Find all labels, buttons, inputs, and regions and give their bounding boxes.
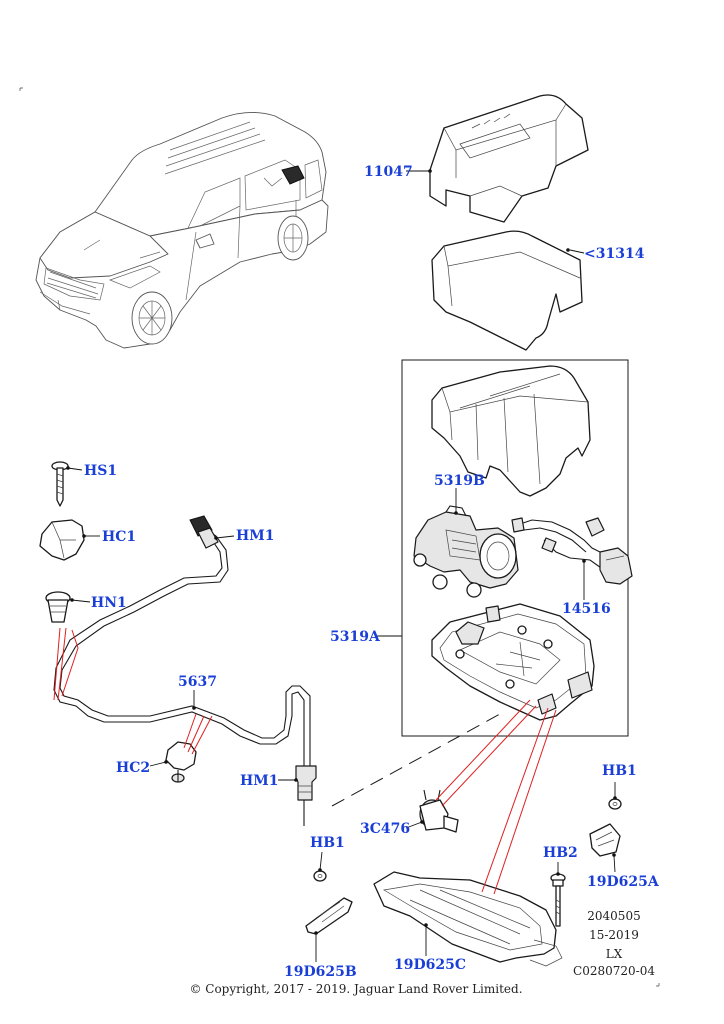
info-block: 2040505 15-2019 LX C0280720-04: [573, 909, 655, 978]
label-19D625C[interactable]: 19D625C: [394, 957, 466, 973]
leader-lines: [66, 169, 617, 962]
assembly-base-tray[interactable]: [431, 603, 595, 721]
label-19D625A[interactable]: 19D625A: [587, 874, 660, 890]
part-labels: 11047 <31314 5319B 14516 5319A HS1 HC1 H…: [84, 164, 660, 980]
label-HM1-lower[interactable]: HM1: [240, 773, 278, 789]
part-3C476-valve[interactable]: [419, 789, 459, 833]
part-HB1-washer-left[interactable]: [313, 870, 327, 882]
label-HB1-left[interactable]: HB1: [310, 835, 345, 851]
assembly-5319A-box: [401, 359, 629, 737]
part-HB1-washer-right[interactable]: [608, 798, 622, 810]
label-5319A[interactable]: 5319A: [330, 629, 381, 645]
label-HC1[interactable]: HC1: [102, 529, 136, 545]
label-5319B[interactable]: 5319B: [434, 473, 485, 489]
info-line-2: 15-2019: [589, 928, 639, 942]
label-HS1[interactable]: HS1: [84, 463, 117, 479]
part-HN1-clip[interactable]: [45, 591, 71, 623]
part-19D625A-bracket[interactable]: [589, 823, 621, 857]
info-line-4: C0280720-04: [573, 964, 655, 978]
vehicle-illustration: [35, 112, 329, 349]
part-11047-cover[interactable]: [429, 94, 589, 223]
label-HB1-right[interactable]: HB1: [602, 763, 637, 779]
part-19D625B-bracket[interactable]: [305, 897, 353, 935]
copyright-text: © Copyright, 2017 - 2019. Jaguar Land Ro…: [189, 982, 522, 996]
label-5637[interactable]: 5637: [178, 674, 217, 690]
label-HC2[interactable]: HC2: [116, 760, 150, 776]
label-19D625B[interactable]: 19D625B: [284, 964, 357, 980]
part-19D625C-shield[interactable]: [373, 871, 563, 967]
part-31314-pad[interactable]: [431, 230, 583, 351]
part-5637-hose[interactable]: [53, 515, 311, 766]
label-31314[interactable]: <31314: [584, 246, 645, 262]
part-HC2-clip[interactable]: [165, 741, 197, 783]
label-14516[interactable]: 14516: [562, 601, 611, 617]
assembly-cover[interactable]: [431, 365, 591, 497]
label-HM1-upper[interactable]: HM1: [236, 528, 274, 544]
label-11047[interactable]: 11047: [364, 164, 413, 180]
info-line-1: 2040505: [587, 909, 640, 923]
label-3C476[interactable]: 3C476: [360, 821, 410, 837]
info-line-3: LX: [606, 947, 623, 961]
part-5319B-compressor[interactable]: [413, 505, 519, 598]
corner-marks: [19, 87, 660, 987]
part-HM1-fitting-lower[interactable]: [295, 765, 317, 826]
part-14516-harness[interactable]: [511, 517, 633, 585]
part-HC1-clip[interactable]: [39, 519, 85, 561]
part-HS1-screw[interactable]: [51, 461, 69, 507]
red-leader-lines: [53, 627, 557, 895]
label-HN1[interactable]: HN1: [91, 595, 127, 611]
part-HB2-bolt[interactable]: [550, 873, 566, 927]
hose-dashed-route: [331, 713, 501, 807]
label-HB2[interactable]: HB2: [543, 845, 578, 861]
